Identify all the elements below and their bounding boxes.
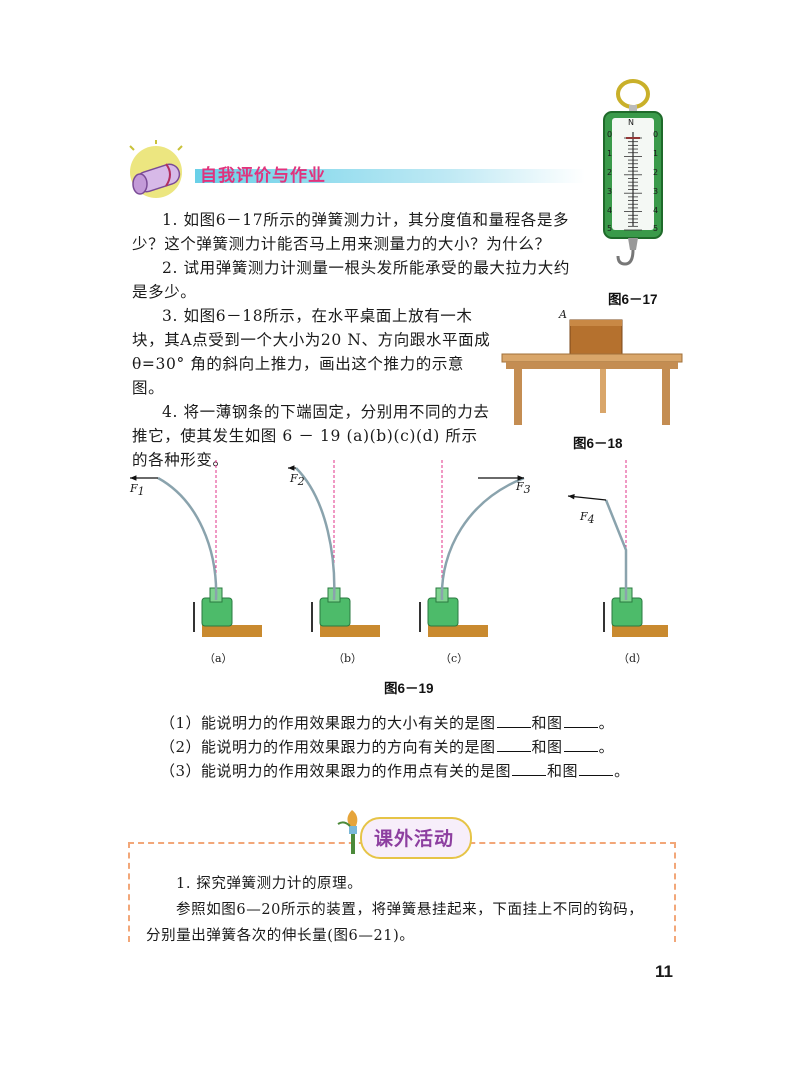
steel-strip — [440, 476, 525, 601]
spring-scale-figure: N 0 1 2 3 4 5 0 1 2 3 4 5 — [598, 78, 668, 283]
answer-blank[interactable] — [496, 736, 531, 752]
force-arrowhead — [130, 475, 137, 481]
activity-line-1: 1. 探究弹簧测力计的原理。 — [176, 876, 363, 892]
scale-unit-label: N — [628, 118, 634, 127]
q3-line1: 3. 如图6－18所示，在水平桌面上放有一木 — [162, 307, 473, 325]
steel-strip — [157, 476, 218, 601]
tick-label: 4 — [653, 206, 659, 215]
force-arrowhead — [568, 493, 575, 500]
q4-line2: 推它，使其发生如图 6 － 19 (a)(b)(c)(d) 所示 — [132, 427, 478, 445]
wood-board — [202, 625, 262, 637]
strip-panel — [288, 460, 380, 637]
activity-title-pill — [360, 817, 472, 859]
force-label-f4: F4 — [580, 510, 595, 527]
answer-blank[interactable] — [563, 712, 598, 728]
answer-blank[interactable] — [563, 736, 598, 752]
q4-line1: 4. 将一薄钢条的下端固定，分别用不同的力去 — [162, 403, 490, 421]
panel-label-d: （d） — [618, 652, 648, 665]
activity-title: 课外活动 — [374, 828, 455, 850]
q2-line2: 是多少。 — [132, 283, 197, 301]
answer-blank[interactable] — [579, 760, 614, 776]
tick-label: 3 — [653, 187, 659, 196]
q1-line1: 1. 如图6－17所示的弹簧测力计，其分度值和量程各是多 — [162, 211, 570, 229]
strip-panel — [130, 460, 262, 637]
q2-line1: 2. 试用弹簧测力计测量一根头发所能承受的最大拉力大约 — [162, 259, 570, 277]
force-label-f2: F2 — [290, 472, 305, 489]
tick-label: 0 — [607, 130, 613, 139]
wood-board — [428, 625, 488, 637]
steel-strip — [295, 467, 336, 601]
page-number: 11 — [655, 962, 673, 981]
force-label-f3: F3 — [516, 480, 531, 497]
panel-label-a: （a） — [204, 652, 233, 665]
tick-label: 5 — [607, 224, 613, 233]
q3-line2: 块，其A点受到一个大小为20 N、方向跟水平面成 — [132, 331, 491, 349]
panel-label-c: （c） — [440, 652, 469, 665]
figure-caption-6-18: 图6－18 — [573, 436, 623, 451]
tick-label: 0 — [653, 130, 659, 139]
tick-label: 5 — [653, 224, 659, 233]
fill-question-2: （2）能说明力的作用效果跟力的方向有关的是图和图。 — [160, 736, 615, 756]
figure-caption-6-19: 图6－19 — [384, 681, 434, 696]
wood-board — [320, 625, 380, 637]
panel-label-b: （b） — [333, 652, 363, 665]
scroll-icon — [126, 140, 196, 200]
tick-label: 2 — [653, 168, 659, 177]
activity-line-2: 参照如图6—20所示的装置，将弹簧悬挂起来，下面挂上不同的钩码， — [176, 902, 644, 918]
tick-label: 3 — [607, 187, 613, 196]
force-arrowhead — [288, 465, 295, 471]
q1-line2: 少？这个弹簧测力计能否马上用来测量力的大小？为什么？ — [132, 235, 551, 253]
figure-caption-6-17: 图6－17 — [608, 292, 658, 307]
activity-line-3: 分别量出弹簧各次的伸长量(图6—21)。 — [146, 928, 415, 944]
exercise-3: 3. 如图6－18所示，在水平桌面上放有一木 块，其A点受到一个大小为20 N、… — [132, 304, 492, 472]
answer-blank[interactable] — [512, 760, 547, 776]
q3-line3: θ=30° 角的斜向上推力，画出这个推力的示意图。 — [132, 355, 465, 397]
strip-panel — [567, 460, 672, 637]
tick-label: 1 — [607, 149, 613, 158]
brush-icon — [336, 808, 368, 856]
steel-strip-figure: F1 F2 F3 F4 （a） （b） （c） （d） — [128, 460, 672, 670]
table-block-figure: A — [500, 306, 685, 428]
strip-panel — [419, 460, 525, 637]
fill-question-3: （3）能说明力的作用效果跟力的作用点有关的是图和图。 — [160, 760, 630, 780]
steel-strip-drawing — [130, 460, 672, 637]
exercise-1: 1. 如图6－17所示的弹簧测力计，其分度值和量程各是多 少？这个弹簧测力计能否… — [132, 208, 602, 304]
steel-strip — [604, 499, 628, 600]
answer-blank[interactable] — [496, 712, 531, 728]
tick-label: 2 — [607, 168, 613, 177]
section-title: 自我评价与作业 — [200, 166, 326, 186]
tick-label: 4 — [607, 206, 613, 215]
section-banner-bar — [195, 169, 585, 183]
wood-board — [612, 625, 672, 637]
fill-question-1: （1）能说明力的作用效果跟力的大小有关的是图和图。 — [160, 712, 615, 732]
q4-line3: 的各种形变。 — [132, 451, 229, 469]
point-a-label: A — [559, 308, 567, 321]
tick-label: 1 — [653, 149, 659, 158]
force-arrowhead — [517, 475, 524, 481]
force-label-f1: F1 — [130, 482, 145, 499]
